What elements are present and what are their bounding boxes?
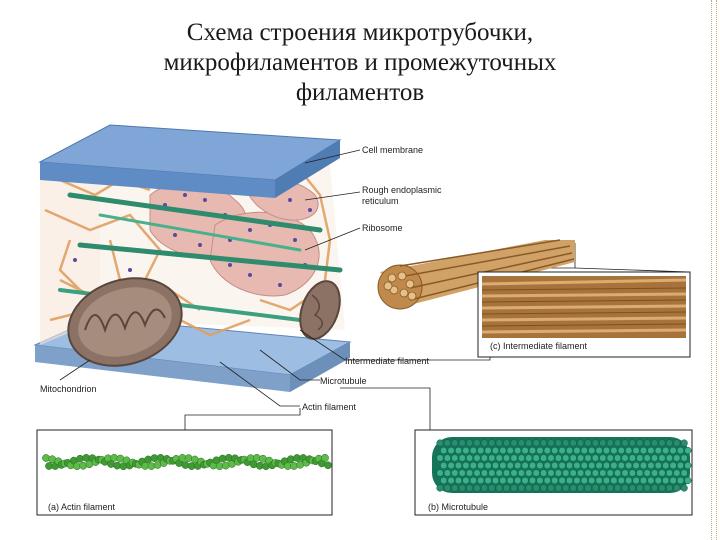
label-rough-er-2: reticulum xyxy=(362,196,399,206)
label-ribosome: Ribosome xyxy=(362,223,403,233)
label-microtubule: Microtubule xyxy=(320,376,367,386)
label-rough-er-1: Rough endoplasmic xyxy=(362,185,442,195)
caption-panel-b: (b) Microtubule xyxy=(428,502,488,512)
caption-panel-c: (c) Intermediate filament xyxy=(490,341,587,351)
label-actin-filament: Actin filament xyxy=(302,402,356,412)
label-mitochondrion: Mitochondrion xyxy=(40,384,97,394)
label-cell-membrane: Cell membrane xyxy=(362,145,423,155)
microtubule-beads xyxy=(432,437,691,493)
label-intermediate-filament: Intermediate filament xyxy=(345,356,429,366)
caption-panel-a: (a) Actin filament xyxy=(48,502,115,512)
